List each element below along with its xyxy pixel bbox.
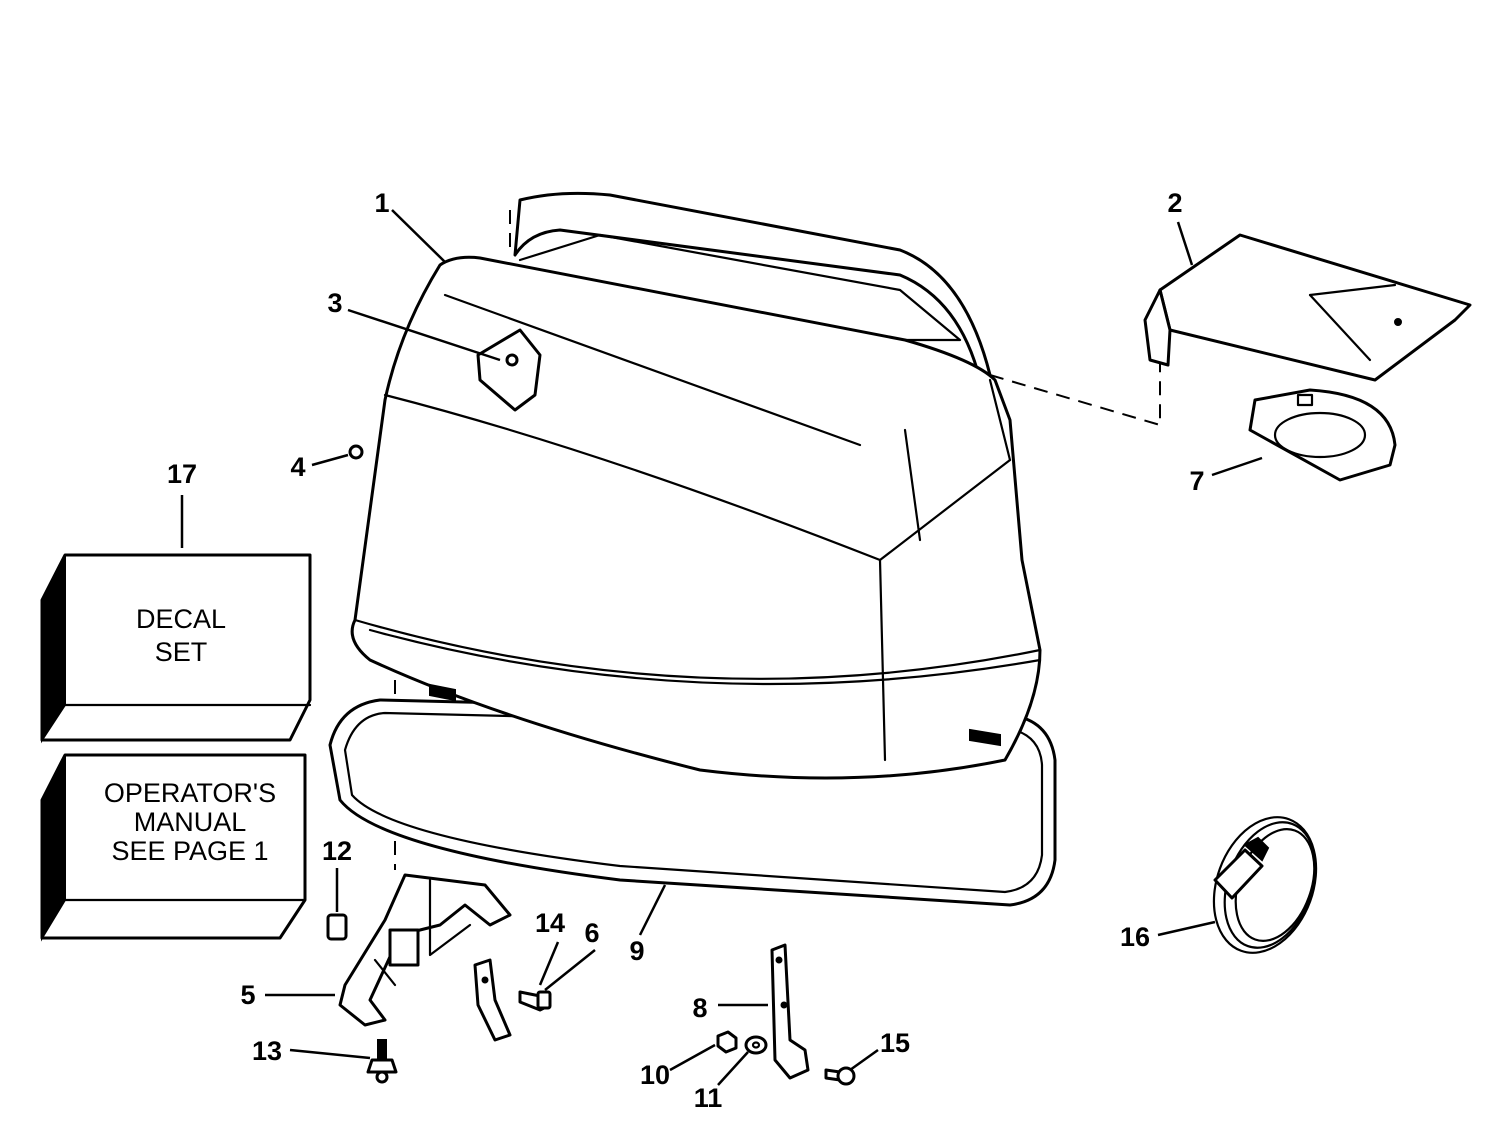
manual-label-line1: OPERATOR'S <box>104 778 276 808</box>
latch-bracket <box>338 873 512 1027</box>
callout-13: 13 <box>252 1036 282 1066</box>
operators-manual-box: OPERATOR'S MANUAL SEE PAGE 1 <box>40 753 307 942</box>
decal-set-box: DECAL SET <box>40 553 312 744</box>
manual-label-line3: SEE PAGE 1 <box>111 836 268 866</box>
air-silencer-cover <box>1143 233 1472 382</box>
callout-numbers: 1 2 3 4 5 6 7 8 9 10 11 12 13 14 15 16 1… <box>167 188 1205 1113</box>
decal-set-label-line1: DECAL <box>136 604 226 634</box>
screw-15 <box>824 1066 856 1086</box>
callout-3: 3 <box>327 288 342 318</box>
emblem-plate <box>476 328 542 412</box>
callout-10: 10 <box>640 1060 670 1090</box>
callout-12: 12 <box>322 836 352 866</box>
callout-16: 16 <box>1120 922 1150 952</box>
bolt-6 <box>518 990 552 1012</box>
decal-set-label-line2: SET <box>155 637 208 667</box>
callout-8: 8 <box>692 993 707 1023</box>
callout-5: 5 <box>240 980 255 1010</box>
wire-harness-16 <box>1212 816 1318 954</box>
clip-12 <box>326 913 348 941</box>
callout-6: 6 <box>584 918 599 948</box>
screw-3 <box>505 353 519 367</box>
callout-9: 9 <box>629 936 644 966</box>
callout-2: 2 <box>1167 188 1182 218</box>
callout-15: 15 <box>880 1028 910 1058</box>
lever-8 <box>770 943 810 1080</box>
washer-11 <box>744 1035 768 1055</box>
callout-4: 4 <box>290 452 305 482</box>
grommet-13 <box>366 1039 398 1084</box>
callout-7: 7 <box>1189 466 1204 496</box>
manual-label-line2: MANUAL <box>134 807 247 837</box>
callout-11: 11 <box>694 1083 723 1113</box>
callout-14: 14 <box>535 908 565 938</box>
callout-17: 17 <box>167 459 197 489</box>
leader-lines <box>180 209 1263 1086</box>
motor-cover <box>350 191 1042 780</box>
callout-1: 1 <box>374 188 389 218</box>
latch-spring-14 <box>473 958 512 1042</box>
silencer-base-plate <box>1248 388 1397 482</box>
rivet-4 <box>348 444 364 460</box>
nut-10 <box>716 1030 738 1054</box>
